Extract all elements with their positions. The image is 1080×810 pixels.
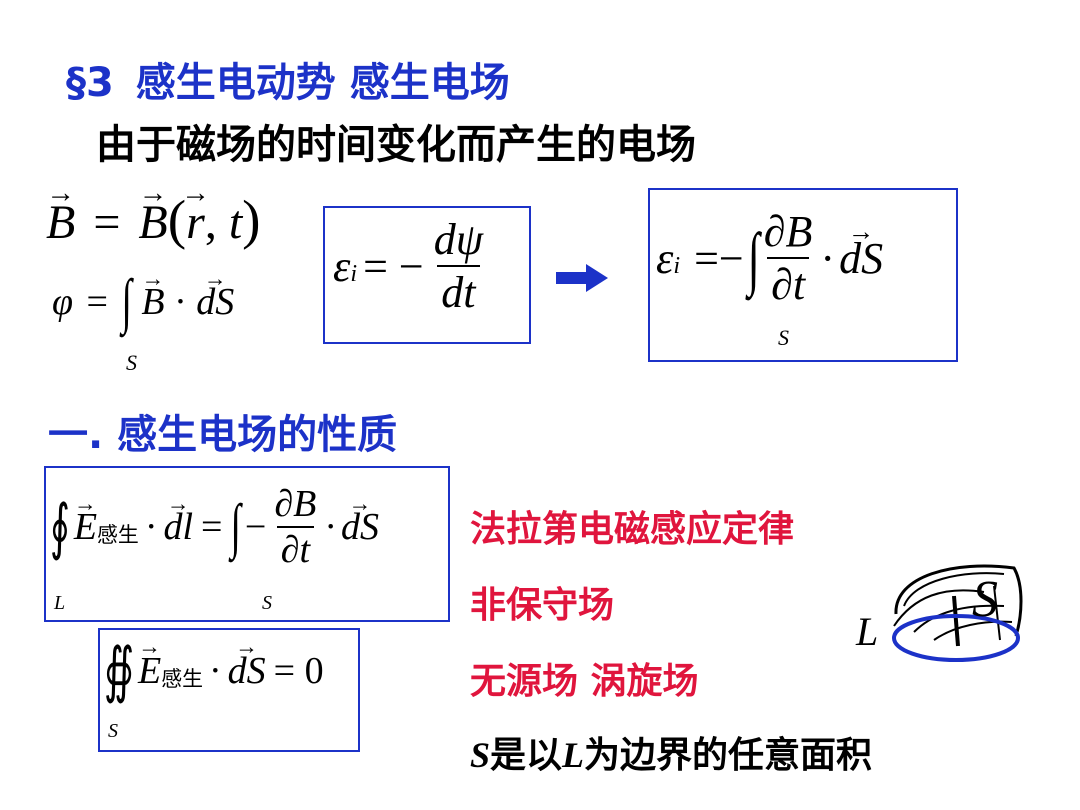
slide-subtitle: 由于磁场的时间变化而产生的电场 (96, 122, 696, 168)
symbol-s: S (470, 735, 491, 775)
right-arrow-icon (556, 264, 608, 292)
subscript-i: i (673, 252, 681, 280)
integral-icon: ∫ (230, 493, 241, 561)
e-vector: E (138, 649, 161, 693)
emf-integral-box (648, 188, 958, 362)
formula-flux-def: φ = ∫ B · dS (52, 268, 234, 335)
section-heading: 一. 感生电场的性质 (48, 412, 398, 458)
r-vector: r (186, 195, 205, 250)
numerator: dψ (433, 215, 484, 264)
epsilon-symbol: ε (656, 233, 674, 283)
dot: · (144, 506, 158, 548)
minus: − (244, 506, 267, 548)
dot: · (324, 506, 337, 548)
ds-vector: dS (228, 649, 266, 693)
integral-icon: ∫ (747, 218, 760, 298)
dot: · (820, 233, 836, 283)
epsilon-symbol: ε (333, 241, 351, 291)
equals: = (86, 281, 108, 323)
integral-subscript-s: S (126, 350, 137, 375)
text-is: 是以 (490, 735, 563, 776)
integral-subscript-s: S (778, 325, 789, 350)
property-non-conservative: 非保守场 (470, 585, 615, 626)
subscript-induced: 感生 (161, 666, 203, 691)
contour-integral-icon: ∮ (50, 494, 70, 562)
subscript-i: i (350, 260, 358, 288)
ds-vector: dS (341, 505, 379, 549)
closed-surface-integral-icon: ∯ (104, 637, 134, 705)
equals: = (201, 506, 223, 548)
dl-vector: dl (163, 505, 193, 549)
integral-subscript-s: S (108, 720, 118, 742)
property-faraday-law: 法拉第电磁感应定律 (470, 509, 795, 550)
fraction: dψ dt (430, 214, 487, 318)
property-solenoidal: 无源场 涡旋场 (470, 661, 699, 702)
formula-b-field: B = B(r, t) (46, 188, 261, 251)
equals-minus: =− (694, 233, 744, 283)
section-number: §3 (66, 60, 114, 106)
fraction: ∂B ∂t (270, 482, 320, 572)
figure-label-l: L (856, 609, 879, 654)
equals-minus: = − (363, 241, 424, 291)
title-text: 感生电动势 感生电场 (135, 60, 510, 106)
denominator: ∂t (276, 526, 315, 572)
b-vector-2: B (138, 195, 167, 250)
text-boundary-surface: 为边界的任意面积 (584, 735, 873, 776)
integral-subscript-s: S (262, 592, 272, 614)
b-vector: B (141, 280, 164, 324)
dot: · (174, 281, 187, 323)
phi-symbol: φ (52, 281, 74, 323)
equals: = (93, 196, 121, 249)
ds-vector: dS (196, 280, 234, 324)
emf-formula-box (323, 206, 531, 344)
numerator: ∂B (274, 483, 317, 525)
denominator: ∂t (767, 257, 810, 310)
dot: · (209, 649, 222, 692)
contour-subscript-l: L (54, 592, 66, 614)
figure-label-s: S (972, 571, 998, 628)
formula-circulation: ∮ E感生 · dl = ∫ − ∂B ∂t · dS (50, 482, 379, 572)
surface-boundary-figure (892, 564, 1023, 662)
integral-icon: ∫ (121, 268, 132, 336)
fraction: ∂B ∂t (760, 206, 817, 310)
formula-emf-integral: εi =− ∫ ∂B ∂t · dS (656, 206, 883, 310)
flux-formula-box (98, 628, 360, 752)
equals-zero: = 0 (273, 649, 324, 692)
denominator: dt (437, 265, 480, 318)
b-vector: B (46, 195, 75, 250)
slide-title: §3 感生电动势 感生电场 (66, 50, 510, 108)
t-var: t (228, 196, 243, 249)
subscript-induced: 感生 (97, 523, 139, 548)
ds-vector: dS (839, 233, 883, 284)
formula-flux-zero: ∯ E感生 · dS = 0 (104, 638, 324, 705)
e-vector: E (74, 505, 97, 549)
symbol-l: L (562, 735, 585, 775)
surface-statement: S是以L为边界的任意面积 (470, 726, 872, 778)
rparen: ) (242, 189, 261, 250)
numerator: ∂B (763, 207, 813, 256)
circulation-formula-box (44, 466, 450, 622)
